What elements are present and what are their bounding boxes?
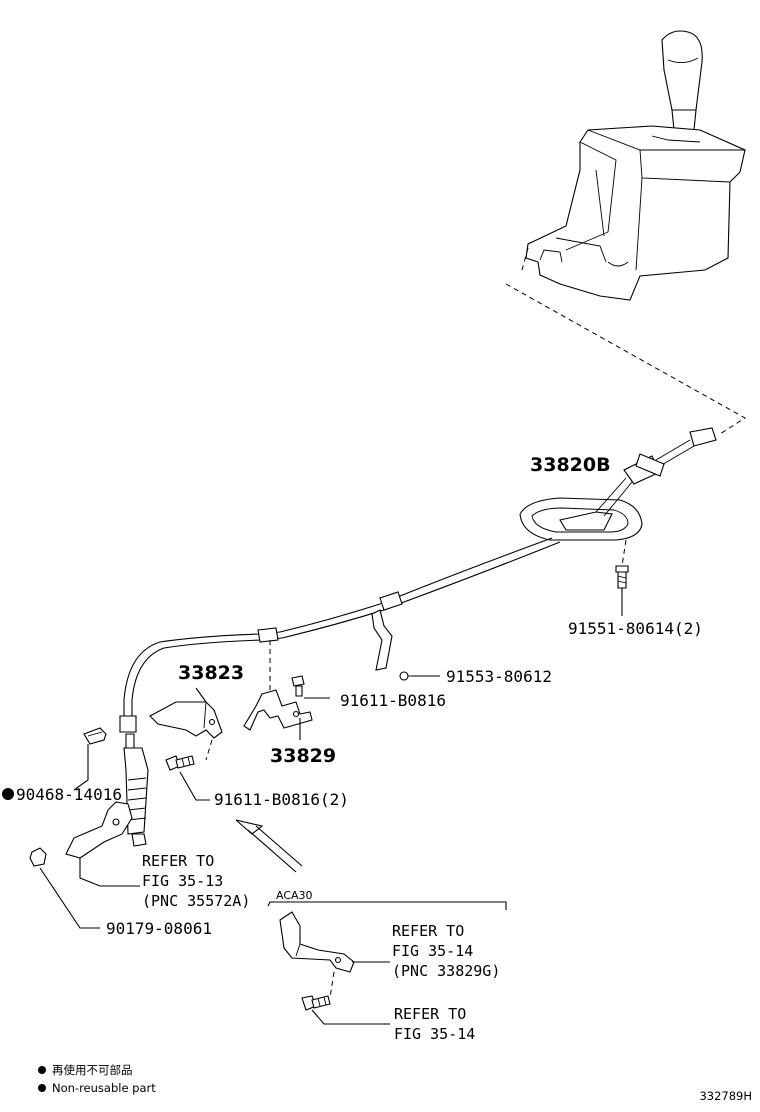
bolt-91611-2: [165, 755, 210, 801]
leader-33823: [195, 687, 207, 703]
ref2-line1: REFER TO: [392, 922, 464, 940]
callout-91611-b0816-2: 91611-B0816(2): [214, 790, 349, 809]
legend-bullet-en: [38, 1084, 46, 1092]
callout-33823: 33823: [178, 662, 244, 684]
ref1-line3: (PNC 35572A): [142, 892, 250, 910]
ref2-line2: FIG 35-14: [392, 942, 473, 960]
view-arrow: [235, 819, 303, 873]
shift-lever-assembly: [521, 30, 746, 301]
aca30-bracket: [267, 901, 507, 1025]
variant-label: ACA30: [276, 889, 313, 902]
non-reusable-marker: [2, 788, 14, 800]
clip-90468: [73, 727, 107, 791]
ref1-line1: REFER TO: [142, 852, 214, 870]
bolt-91551: [615, 539, 629, 616]
ref3-line1: REFER TO: [394, 1005, 466, 1023]
callout-91553-80612: 91553-80612: [446, 667, 552, 686]
callout-91611-b0816: 91611-B0816: [340, 691, 446, 710]
bracket-33823: [149, 701, 223, 761]
callout-90468-14016: 90468-14016: [16, 785, 122, 804]
legend-bullet-cn: [38, 1066, 46, 1074]
lower-bracket: [29, 801, 140, 929]
callout-33829: 33829: [270, 745, 336, 767]
cable-clip-bracket: [371, 609, 412, 681]
ref2-line3: (PNC 33829G): [392, 962, 500, 980]
callout-90179-08061: 90179-08061: [106, 919, 212, 938]
retainer-33829: [243, 640, 330, 740]
ref1-line2: FIG 35-13: [142, 872, 223, 890]
callout-91551-80614: 91551-80614(2): [568, 619, 703, 638]
connection-dashed-line: [505, 283, 746, 435]
ref3-line2: FIG 35-14: [394, 1025, 475, 1043]
figure-id: 332789H: [699, 1089, 752, 1103]
legend-en: Non-reusable part: [52, 1081, 156, 1095]
legend-cn: 再使用不可部品: [52, 1063, 133, 1077]
callout-33820b: 33820B: [530, 454, 611, 476]
